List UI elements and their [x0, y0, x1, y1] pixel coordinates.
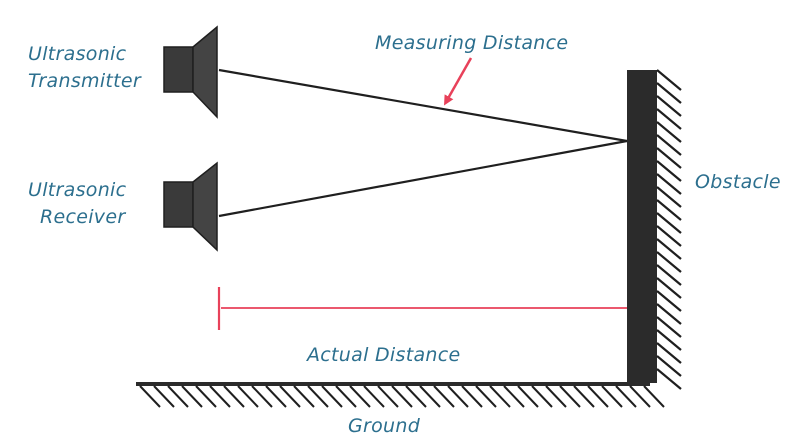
ground-hatch-mark — [363, 385, 385, 408]
wall-hatch-mark — [656, 251, 682, 273]
ground-hatch-mark — [447, 385, 469, 408]
transmitter-icon — [163, 25, 218, 119]
ground-hatch-mark — [643, 385, 665, 408]
ground-hatch-mark — [573, 385, 595, 408]
wall-hatch-mark — [656, 316, 682, 338]
transmitter-label-line1: Ultrasonic — [28, 43, 127, 65]
ground-hatch-mark — [209, 385, 231, 408]
wall-hatch-mark — [656, 225, 682, 247]
wall-hatch-mark — [656, 212, 682, 234]
wall-hatch-mark — [656, 264, 682, 286]
ground-hatch-mark — [181, 385, 203, 408]
actual-distance-label: Actual Distance — [305, 344, 460, 366]
ground-hatch-mark — [601, 385, 623, 408]
ground-hatch-mark — [475, 385, 497, 408]
receiver-icon — [163, 161, 218, 252]
ground-hatch-mark — [349, 385, 371, 408]
ground-hatch-mark — [139, 385, 161, 408]
ground-hatch-mark — [391, 385, 413, 408]
wall-hatch-mark — [656, 173, 682, 195]
ground-hatch-mark — [503, 385, 525, 408]
ground-hatch-mark — [559, 385, 581, 408]
ground-hatch-mark — [195, 385, 217, 408]
ground-hatch-mark — [293, 385, 315, 408]
wall-hatch-mark — [656, 355, 682, 377]
transmitter-label-line2: Transmitter — [28, 70, 142, 92]
ground-hatch-mark — [517, 385, 539, 408]
wall-hatch-mark — [656, 134, 682, 156]
ground-hatch-mark — [489, 385, 511, 408]
ground-hatch-mark — [461, 385, 483, 408]
obstacle-label: Obstacle — [695, 171, 781, 193]
wall-hatch-mark — [656, 95, 682, 117]
ground-hatch-mark — [279, 385, 301, 408]
ground-hatch-mark — [153, 385, 175, 408]
wall-hatch-mark — [656, 160, 682, 182]
ground-hatch-mark — [587, 385, 609, 408]
wall-hatch-mark — [656, 69, 682, 91]
ground-hatch-mark — [545, 385, 567, 408]
ground-hatch-mark — [167, 385, 189, 408]
wall-hatch-mark — [656, 108, 682, 130]
ground-hatch-mark — [377, 385, 399, 408]
obstacle-wall — [627, 69, 682, 390]
ground-hatch-mark — [531, 385, 553, 408]
wall-hatch-mark — [656, 277, 682, 299]
receiver-label-line1: Ultrasonic — [28, 179, 127, 201]
ground-hatch-mark — [307, 385, 329, 408]
ground-hatch-mark — [265, 385, 287, 408]
ground-hatch-mark — [335, 385, 357, 408]
ground-hatch-mark — [251, 385, 273, 408]
ground-hatch-mark — [321, 385, 343, 408]
measuring-distance-label: Measuring Distance — [375, 32, 568, 54]
receiver-label-line2: Receiver — [40, 206, 126, 228]
wall-hatch-mark — [656, 186, 682, 208]
ground-hatch-mark — [419, 385, 441, 408]
wall-hatch-mark — [656, 121, 682, 143]
ground-hatch-mark — [433, 385, 455, 408]
measuring-distance-arrow — [444, 57, 473, 106]
wall-hatch-mark — [656, 342, 682, 364]
ground-hatch-mark — [237, 385, 259, 408]
ground-hatch-mark — [405, 385, 427, 408]
wall-hatch-mark — [656, 368, 682, 390]
receive-beam-line — [218, 139, 628, 218]
ground-hatch-mark — [223, 385, 245, 408]
ground-line — [136, 382, 665, 408]
wall-hatch-mark — [656, 82, 682, 104]
wall-hatch-mark — [656, 303, 682, 325]
wall-hatch-mark — [656, 199, 682, 221]
actual-distance-line — [217, 287, 627, 330]
ground-label: Ground — [348, 415, 421, 437]
ground-hatch-mark — [615, 385, 637, 408]
transmit-beam-line — [218, 68, 628, 143]
wall-hatch-mark — [656, 238, 682, 260]
ground-hatch-mark — [629, 385, 651, 408]
wall-hatch-mark — [656, 290, 682, 312]
wall-hatch-mark — [656, 147, 682, 169]
wall-hatch-mark — [656, 329, 682, 351]
